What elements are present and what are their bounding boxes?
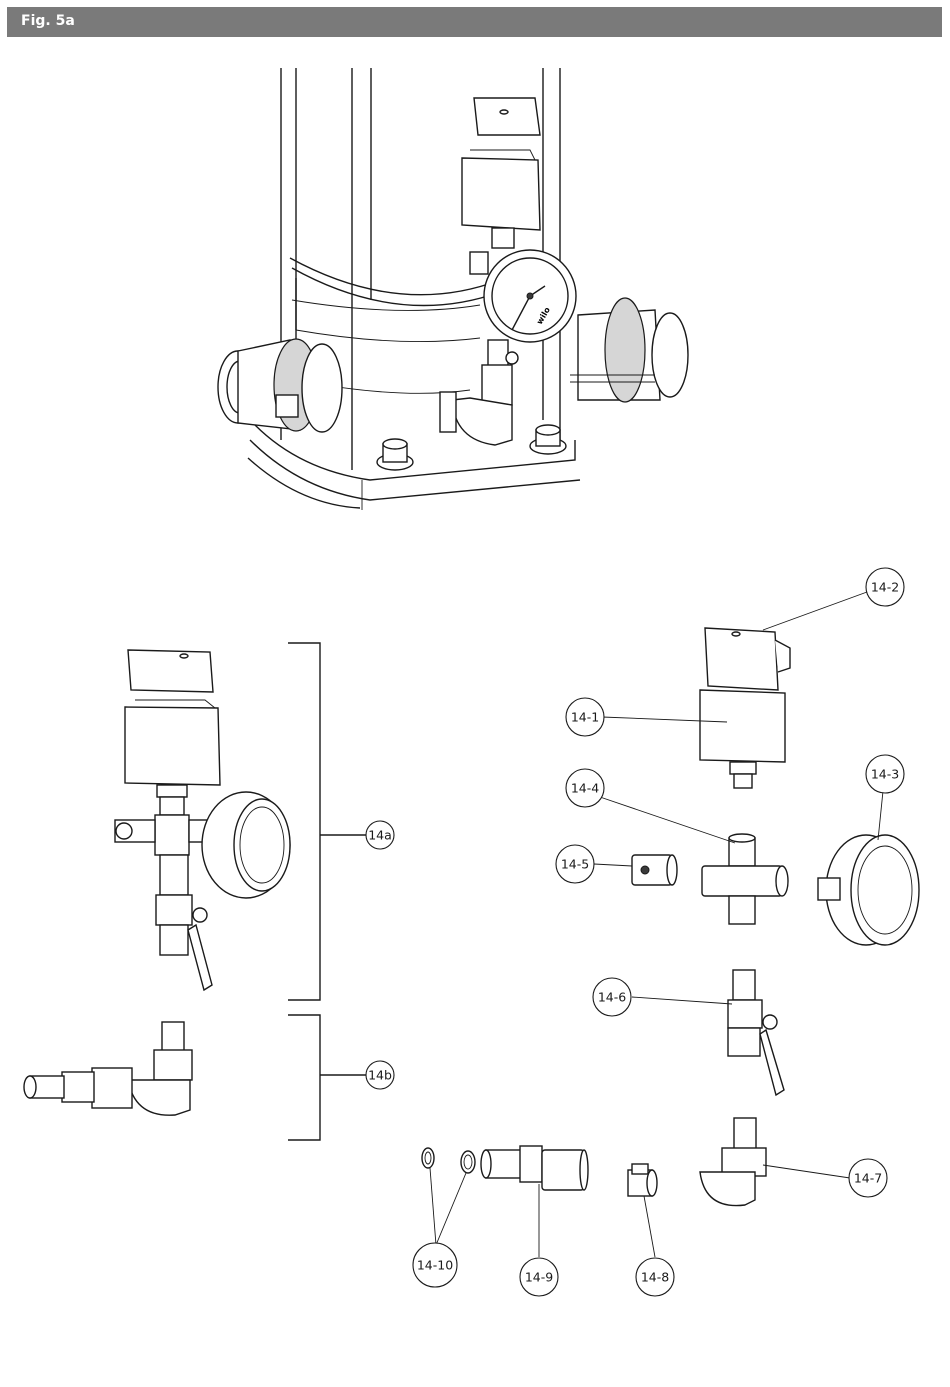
part-14-6-ball-valve [728,970,784,1095]
svg-text:14-7: 14-7 [854,1171,882,1186]
part-14-4-tee-fitting [702,834,788,924]
svg-text:14-5: 14-5 [561,857,589,872]
callout-14-9: 14-9 [520,1258,558,1296]
svg-text:14-6: 14-6 [598,990,626,1005]
svg-text:14b: 14b [368,1068,392,1083]
callout-14-4: 14-4 [566,769,604,807]
callout-14-1: 14-1 [566,698,604,736]
callout-14-2: 14-2 [866,568,904,606]
part-14-5-nipple [632,855,677,885]
svg-text:14-1: 14-1 [571,710,599,725]
svg-text:14a: 14a [368,828,392,843]
part-14-1-pressure-switch [700,628,790,788]
callout-14-3: 14-3 [866,755,904,793]
svg-text:14-9: 14-9 [525,1270,553,1285]
callout-14-7: 14-7 [849,1159,887,1197]
part-14-9-coupling [481,1146,588,1190]
bracket-14b [288,1015,320,1140]
callout-14-8: 14-8 [636,1258,674,1296]
svg-text:14-10: 14-10 [417,1258,453,1273]
callout-14-5: 14-5 [556,845,594,883]
svg-text:14-3: 14-3 [871,767,899,782]
bracket-14a [288,643,320,1000]
callout-14a: 14a [366,821,394,849]
svg-text:14-4: 14-4 [571,781,599,796]
callout-14-10: 14-10 [413,1243,457,1287]
svg-text:14-2: 14-2 [871,580,899,595]
part-14-3-pressure-gauge [818,835,919,945]
callout-14-6: 14-6 [593,978,631,1016]
svg-text:14-8: 14-8 [641,1270,669,1285]
callout-14b: 14b [366,1061,394,1089]
pump-assembly-view: wilo [218,68,688,510]
part-14-7-elbow [700,1118,766,1206]
part-14-8-reducer [628,1164,657,1196]
assembly-14a [115,650,290,990]
assembly-14b [24,1022,192,1115]
